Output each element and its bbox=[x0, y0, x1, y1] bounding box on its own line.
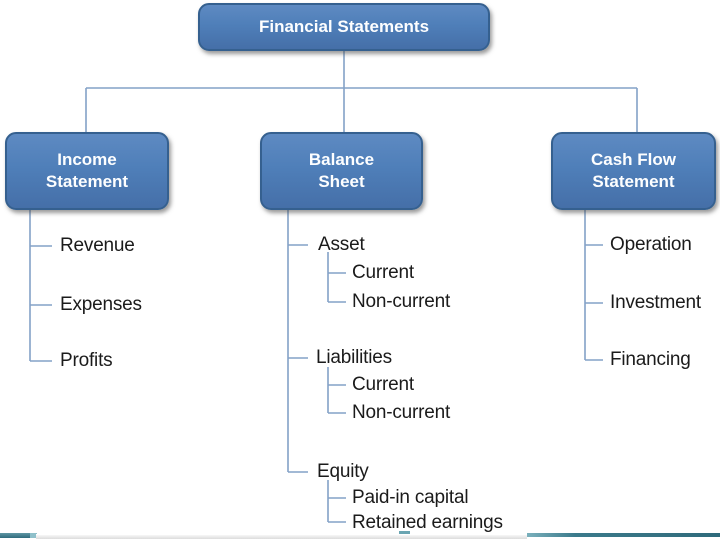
bottom-edge-teal-tick bbox=[399, 531, 410, 534]
leaf-liabilities: Liabilities bbox=[316, 347, 392, 368]
node-income-statement: Income Statement bbox=[5, 132, 169, 210]
leaf-asset-non-current: Non-current bbox=[352, 291, 451, 312]
leaf-equity-retained-earnings: Retained earnings bbox=[352, 512, 503, 533]
leaf-asset-current: Current bbox=[352, 262, 414, 283]
leaf-expenses: Expenses bbox=[60, 294, 142, 315]
bottom-edge-teal-left bbox=[0, 533, 30, 538]
leaf-operation: Operation bbox=[610, 234, 692, 255]
leaf-investment: Investment bbox=[610, 292, 701, 313]
bottom-edge-gray-bar bbox=[36, 534, 527, 539]
bottom-edge-teal-left-light bbox=[30, 533, 37, 538]
leaf-equity: Equity bbox=[317, 461, 369, 482]
node-cash-flow-statement: Cash Flow Statement bbox=[551, 132, 716, 210]
leaf-equity-paid-in-capital: Paid-in capital bbox=[352, 487, 469, 508]
bottom-edge-teal-right bbox=[527, 533, 720, 537]
root-node-financial-statements: Financial Statements bbox=[198, 3, 490, 51]
leaf-liabilities-non-current: Non-current bbox=[352, 402, 451, 423]
leaf-asset: Asset bbox=[318, 234, 365, 255]
leaf-financing: Financing bbox=[610, 349, 691, 370]
leaf-liabilities-current: Current bbox=[352, 374, 414, 395]
leaf-revenue: Revenue bbox=[60, 235, 135, 256]
node-balance-sheet: Balance Sheet bbox=[260, 132, 423, 210]
leaf-profits: Profits bbox=[60, 350, 113, 371]
